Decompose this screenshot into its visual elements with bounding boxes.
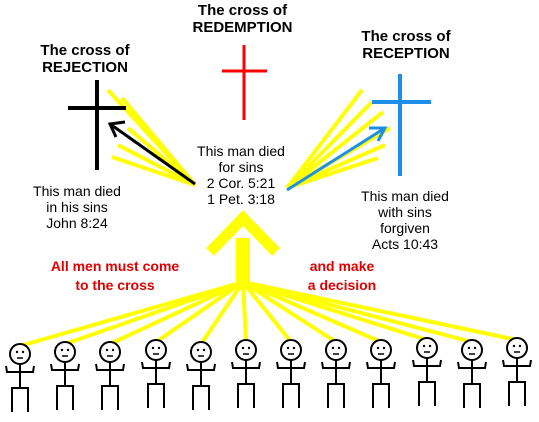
reception-title: The cross of RECEPTION [336,28,476,62]
ray-bottom [242,280,518,342]
ray-top [130,108,197,187]
message-left-line2: to the cross [75,277,155,293]
ray-top [285,88,364,190]
rejection-caption-line1: This man died [33,183,121,199]
person [141,339,171,408]
rejection-caption-line2: in his sins [46,199,108,215]
ray-top [286,156,379,190]
person [276,339,306,408]
up-arrow [206,210,280,290]
people-row [5,337,532,412]
redemption-title: The cross of REDEMPTION [170,2,315,36]
person [231,339,261,408]
ray-bottom [199,280,245,346]
message-left: All men must come to the cross [30,257,200,295]
ray-top [285,110,385,190]
person [457,339,487,408]
ray-bottom [154,280,245,344]
reception-caption-line1: This man died [361,188,449,204]
person [5,343,35,412]
redemption-caption-line3: 2 Cor. 5:21 [206,175,276,191]
redemption-caption-line4: 1 Pet. 3:18 [207,191,275,207]
message-right: and make a decision [272,257,412,295]
cross-rejection [68,80,126,170]
cross-reception [372,74,431,176]
message-right-line2: a decision [307,277,377,293]
rejection-caption-line3: John 8:24 [46,215,108,231]
person [502,337,532,406]
person [50,341,80,410]
ray-bottom [241,280,338,344]
reception-caption: This man died with sins forgiven Acts 10… [345,188,465,252]
reception-title-line1: The cross of [361,28,451,45]
reception-caption-line4: Acts 10:43 [371,236,439,252]
message-left-line1: All men must come [50,258,180,274]
ray-bottom [241,281,248,343]
person [412,337,442,406]
rejection-caption: This man died in his sins John 8:24 [22,183,132,231]
person [95,341,125,410]
rays-from-people [19,280,518,348]
redemption-caption-line1: This man died [197,143,285,159]
person [321,339,351,408]
message-right-line1: and make [309,258,375,274]
reception-caption-line3: forgiven [380,220,430,236]
redemption-caption-line2: for sins [218,159,264,175]
rejection-title-line1: The cross of [40,42,130,59]
person [366,339,396,408]
arrow-to-rejection [107,120,196,186]
cross-redemption [222,45,267,120]
ray-top [111,155,196,187]
ray-top [285,100,374,190]
ray-bottom [19,280,244,348]
ray-bottom [64,280,244,346]
rejection-title-line2: REJECTION [42,59,128,76]
reception-title-line2: RECEPTION [362,45,450,62]
redemption-title-line1: The cross of [197,2,288,19]
redemption-caption: This man died for sins 2 Cor. 5:21 1 Pet… [186,143,296,207]
person [186,341,216,410]
ray-bottom [241,280,293,344]
reception-caption-line2: with sins [378,204,432,220]
ray-bottom [242,280,382,344]
arrow-to-reception [286,126,388,192]
ray-bottom [109,280,244,346]
redemption-title-line2: REDEMPTION [192,19,293,36]
rejection-title: The cross of REJECTION [20,42,150,76]
ray-top [117,143,196,187]
